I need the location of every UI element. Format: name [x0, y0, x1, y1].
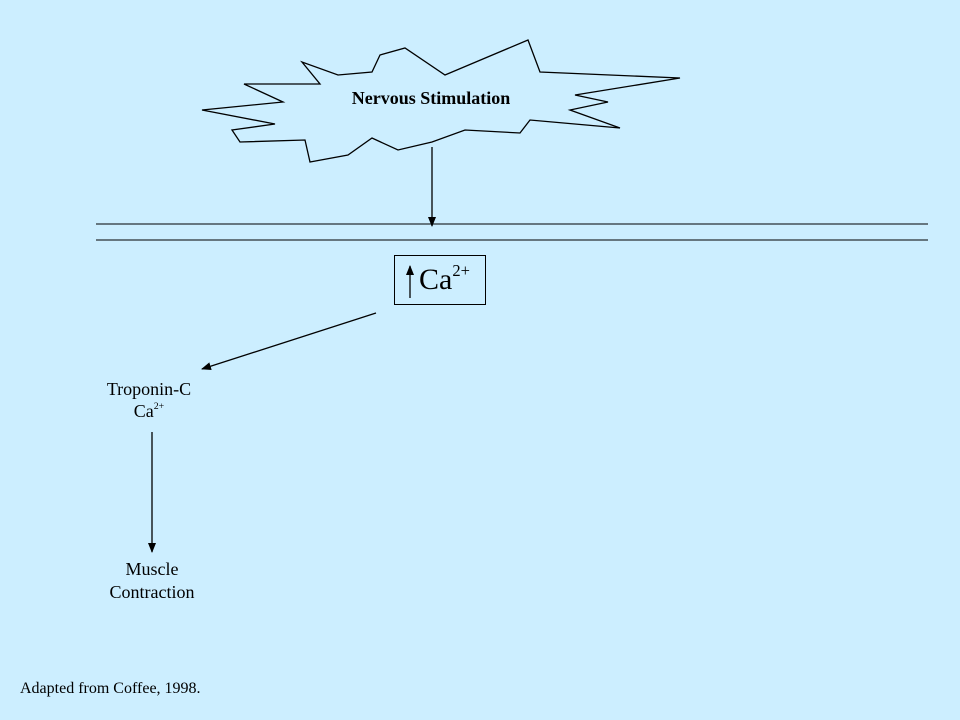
- contraction-line-2: Contraction: [109, 582, 195, 602]
- contraction-line-1: Muscle: [125, 559, 179, 579]
- troponin-ion-symbol: Ca: [133, 401, 154, 421]
- troponin-label: Troponin-C Ca2+: [90, 378, 208, 422]
- calcium-to-troponin-arrow: [201, 312, 377, 371]
- source-credit: Adapted from Coffee, 1998.: [20, 680, 201, 697]
- contraction-label: Muscle Contraction: [92, 558, 212, 604]
- calcium-symbol: Ca: [419, 263, 453, 296]
- calcium-box: [394, 255, 486, 305]
- troponin-ion: Ca2+: [90, 400, 208, 422]
- stimulation-label: Nervous Stimulation: [351, 88, 511, 108]
- calcium-charge: 2+: [452, 260, 470, 280]
- troponin-ion-charge: 2+: [153, 401, 165, 413]
- stimulation-starburst: [201, 39, 681, 163]
- calcium-label: Ca2+: [419, 260, 470, 297]
- troponin-name: Troponin-C: [106, 379, 192, 399]
